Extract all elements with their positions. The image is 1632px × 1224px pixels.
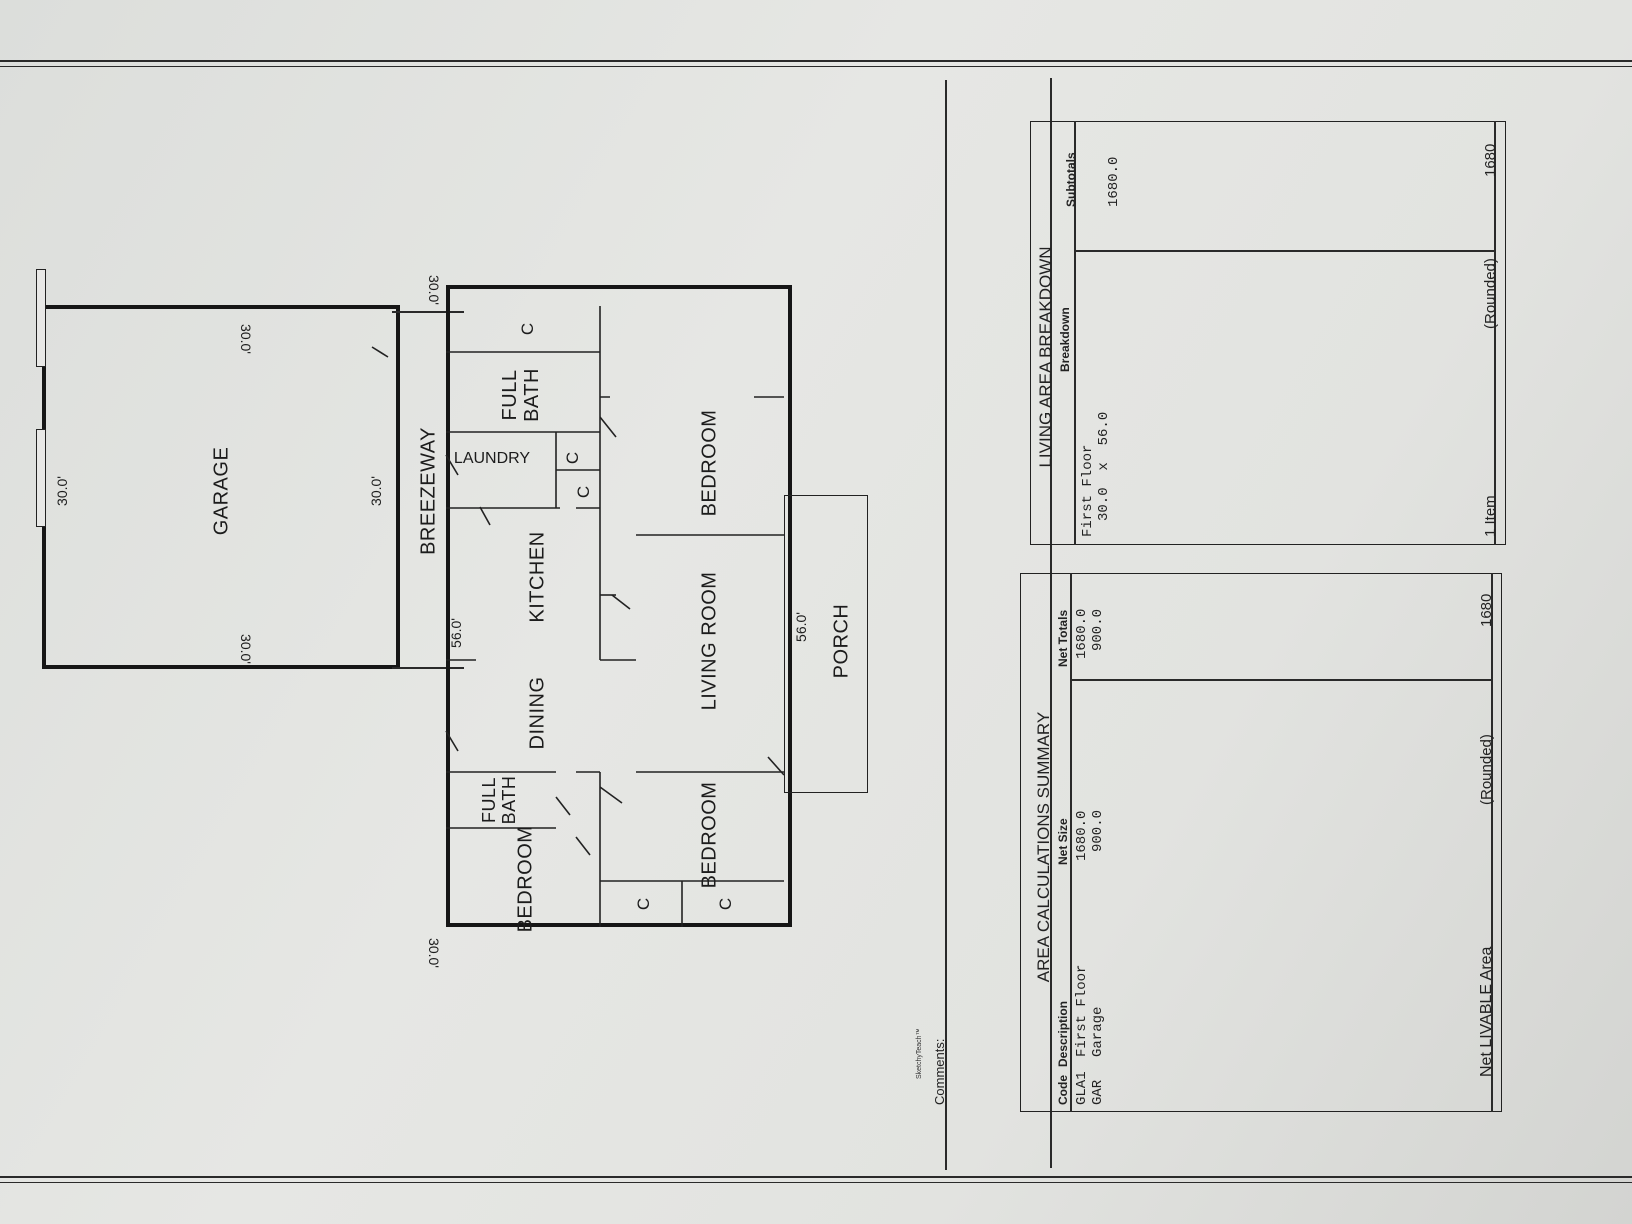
closet-label-4: C — [634, 897, 653, 911]
laundry-label: LAUNDRY — [453, 450, 531, 467]
page-border-bottom — [0, 1176, 1632, 1178]
full-bath-2-label: FULL BATH — [479, 775, 519, 825]
area-summary-rounded: (Rounded) — [1478, 734, 1495, 805]
closet-label-3: C — [574, 485, 593, 499]
area-summary-header-code: Code — [1056, 1075, 1070, 1105]
bedroom-3-label: BEDROOM — [698, 781, 721, 889]
area-summary-header-rule — [1070, 573, 1072, 1112]
living-breakdown-floor: First Floor — [1080, 444, 1096, 537]
area-summary-header-description: Description — [1056, 1000, 1070, 1067]
closet-label-5: C — [716, 897, 735, 911]
area-summary-header-net-size: Net Size — [1056, 818, 1070, 865]
living-breakdown-header-breakdown: Breakdown — [1058, 307, 1072, 372]
area-summary-title: AREA CALCULATIONS SUMMARY — [1034, 711, 1053, 983]
full-bath-1-label: FULL BATH — [499, 368, 543, 422]
dining-label: DINING — [526, 676, 549, 750]
closet-label-2: C — [563, 451, 582, 465]
area-summary-col-rule — [1070, 679, 1491, 681]
tables-divider — [1050, 78, 1052, 1168]
living-breakdown-items: 1 Item — [1482, 495, 1499, 537]
area-summary-size-2: 900.0 — [1090, 809, 1106, 852]
bedroom-2-label: BEDROOM — [514, 825, 537, 933]
bedroom-1-label: BEDROOM — [698, 409, 721, 517]
page-border-top — [0, 60, 1632, 62]
living-breakdown-footer-rule — [1494, 121, 1496, 545]
area-summary-code-2: GAR — [1090, 1079, 1106, 1105]
area-summary-desc-2: Garage — [1090, 1006, 1106, 1057]
area-summary-desc-1: First Floor — [1074, 964, 1090, 1057]
area-summary-total-2: 900.0 — [1090, 608, 1106, 651]
area-summary-header-net-totals: Net Totals — [1056, 609, 1070, 667]
living-breakdown-calc: 30.0 x 56.0 — [1096, 411, 1112, 521]
area-summary-total-1: 1680.0 — [1074, 608, 1090, 659]
living-breakdown-header-subtotals: Subtotals — [1064, 152, 1078, 207]
net-livable-area-value: 1680 — [1478, 593, 1495, 627]
page-border-bottom-inner — [0, 1182, 1632, 1183]
living-breakdown-title: LIVING AREA BREAKDOWN — [1036, 246, 1055, 468]
area-summary-size-1: 1680.0 — [1074, 810, 1090, 861]
living-breakdown-col-rule — [1074, 250, 1494, 252]
closet-label-1: C — [518, 322, 537, 336]
interior-walls — [371, 306, 785, 927]
area-summary-code-1: GLA1 — [1074, 1071, 1090, 1105]
living-room-label: LIVING ROOM — [698, 571, 721, 711]
net-livable-area-label: Net LIVABLE Area — [1478, 946, 1495, 1077]
kitchen-label: KITCHEN — [526, 531, 549, 623]
page-border-top-inner — [0, 66, 1632, 67]
comments-divider — [945, 80, 947, 1170]
brand-mark: SketchyTeach™ — [916, 1028, 923, 1079]
comments-label: Comments: — [932, 1038, 947, 1105]
living-breakdown-rounded: (Rounded) — [1482, 258, 1499, 329]
floor-plan: GARAGE 30.0' 30.0' 30.0' 30.0' BREEZEWAY… — [16, 27, 1616, 1197]
living-breakdown-subtotal: 1680.0 — [1106, 156, 1122, 207]
living-breakdown-value: 1680 — [1482, 143, 1499, 177]
